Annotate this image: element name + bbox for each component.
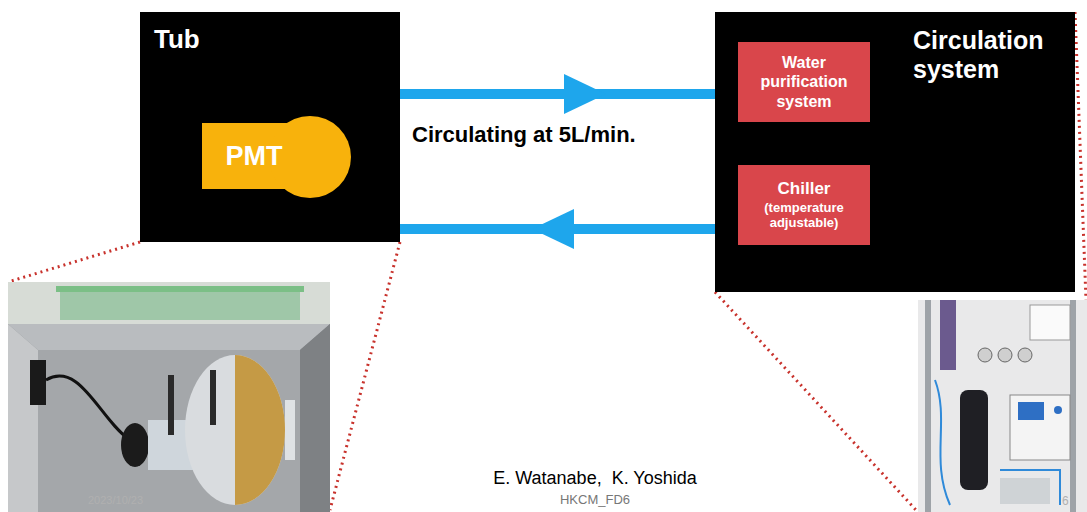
node-title: Tub — [154, 24, 200, 55]
tub-box: TubPMT — [140, 12, 400, 242]
process-box: Water purification system — [738, 42, 870, 122]
footer-text: E. Watanabe, K. Yoshida — [440, 468, 750, 489]
circulation-photo — [918, 300, 1087, 512]
flow-note: Circulating at 5L/min. — [412, 122, 636, 148]
node-subtitle: (temperature adjustable) — [744, 200, 864, 231]
footer-text: HKCM_FD6 — [440, 492, 750, 507]
node-title: Water purification system — [744, 53, 864, 111]
node-title: Chiller — [778, 179, 831, 199]
node-title: Circulation system — [913, 26, 1063, 84]
water-pipe — [400, 209, 738, 249]
footer-text: 2023/10/23 — [88, 494, 143, 506]
process-box: Chiller(temperature adjustable) — [738, 165, 870, 245]
footer-text: 6 — [1062, 494, 1069, 508]
tub-photo — [8, 282, 330, 512]
system-box: Circulation system Water purification sys… — [715, 12, 1075, 292]
pmt-shape: PMT — [202, 115, 352, 199]
node-title: PMT — [202, 123, 306, 189]
water-pipe — [400, 74, 738, 114]
